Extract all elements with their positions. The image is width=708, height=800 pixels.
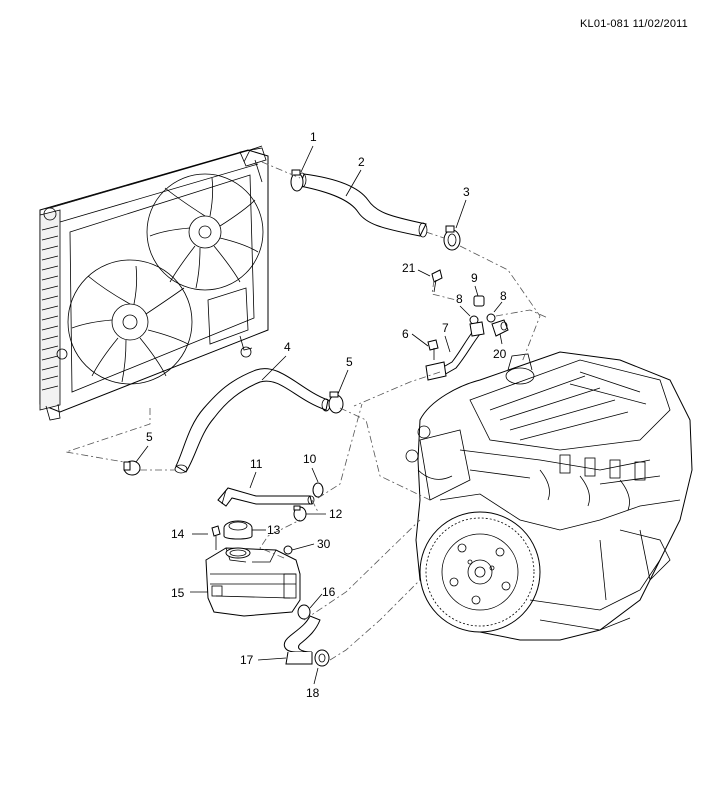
bypass-pipe-7 — [425, 321, 485, 381]
callout-16: 16 — [322, 585, 336, 599]
callout-8-right: 8 — [500, 289, 507, 303]
bolt-14 — [211, 525, 221, 550]
flywheel — [419, 511, 541, 633]
callout-20: 20 — [493, 347, 507, 361]
clamp-12 — [293, 505, 307, 522]
lower-radiator-hose — [174, 368, 331, 474]
callout-11: 11 — [250, 457, 263, 471]
seal-8-right — [486, 313, 496, 323]
callout-1: 1 — [310, 130, 317, 144]
callout-13: 13 — [267, 523, 281, 537]
hose-clamp-5-upper — [328, 391, 344, 414]
callout-14: 14 — [171, 527, 185, 541]
callout-30: 30 — [317, 537, 331, 551]
clamp-16 — [297, 604, 311, 620]
callout-3: 3 — [463, 185, 470, 199]
callout-9: 9 — [471, 271, 478, 285]
hose-clamp-3 — [443, 225, 461, 251]
callout-5-lower: 5 — [146, 430, 153, 444]
callout-7: 7 — [442, 321, 449, 335]
engine-block — [405, 351, 693, 641]
overflow-hose-11 — [217, 487, 315, 507]
lower-fan — [67, 259, 193, 385]
callout-15: 15 — [171, 586, 185, 600]
document-id: KL01-081 11/02/2011 — [580, 18, 688, 30]
callout-4: 4 — [284, 340, 291, 354]
radiator-fan-assembly — [39, 145, 269, 421]
clamp-10 — [312, 482, 324, 498]
callout-2: 2 — [358, 155, 365, 169]
callout-21: 21 — [402, 261, 416, 275]
callout-6: 6 — [402, 327, 409, 341]
callout-12: 12 — [329, 507, 343, 521]
callout-leaders — [135, 145, 503, 685]
callout-numbers: 1 2 3 4 5 5 6 7 8 8 9 10 11 12 13 14 15 … — [146, 130, 507, 700]
nut-30 — [283, 545, 293, 555]
upper-fan — [146, 173, 264, 291]
bolt-6 — [427, 339, 439, 360]
fitting-20 — [491, 319, 509, 337]
bolt-21 — [431, 269, 443, 293]
cap-9 — [473, 295, 485, 307]
hose-clamp-1 — [290, 169, 304, 192]
clamp-18 — [314, 649, 330, 667]
surge-hose-17 — [283, 615, 321, 665]
hose-clamp-5-lower — [123, 460, 141, 476]
coolant-surge-tank — [205, 547, 301, 617]
routing-lines — [65, 161, 549, 661]
upper-radiator-hose — [297, 172, 428, 238]
callout-8-left: 8 — [456, 292, 463, 306]
callout-5-upper: 5 — [346, 355, 353, 369]
callout-18: 18 — [306, 686, 320, 700]
callout-17: 17 — [240, 653, 254, 667]
pressure-cap-13 — [223, 520, 253, 540]
callout-10: 10 — [303, 452, 317, 466]
